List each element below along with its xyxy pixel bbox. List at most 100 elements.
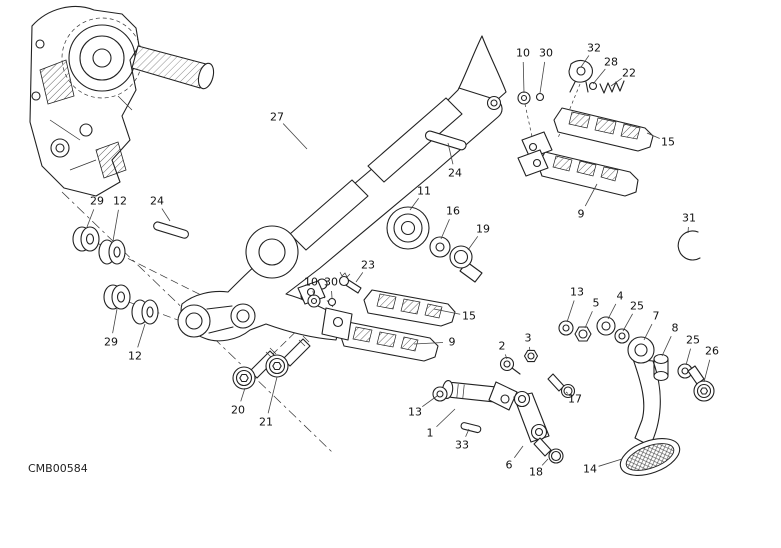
callout-12-14[interactable]: 12: [113, 195, 127, 208]
callout-15-19[interactable]: 15: [462, 310, 476, 323]
leader-line-29-29: [113, 309, 117, 333]
callout-19-11[interactable]: 19: [476, 223, 490, 236]
callout-31-12[interactable]: 31: [682, 212, 696, 225]
callout-16-10[interactable]: 16: [446, 205, 460, 218]
leader-line-10-0: [523, 62, 524, 93]
callout-1-37[interactable]: 1: [427, 427, 434, 440]
callout-9-6[interactable]: 9: [578, 208, 585, 221]
callout-32-2[interactable]: 32: [587, 42, 601, 55]
nut-3: [525, 350, 538, 361]
washer-16: [430, 237, 450, 257]
roller-11: [387, 207, 429, 249]
engine-crankcase-sketch: [30, 7, 216, 196]
callout-2-33[interactable]: 2: [499, 340, 506, 353]
leader-line-8-26: [662, 336, 671, 356]
ball-30: [537, 94, 544, 101]
peg-mount-bracket: [322, 308, 352, 340]
leader-line-13-36: [422, 396, 437, 407]
leader-line-25-24: [623, 314, 633, 331]
callout-20-31[interactable]: 20: [231, 404, 245, 417]
nut-5: [575, 327, 591, 341]
leader-line-6-39: [514, 446, 523, 458]
callout-6-39[interactable]: 6: [506, 459, 513, 472]
washer-13-lower: [433, 387, 447, 401]
callout-25-27[interactable]: 25: [686, 334, 700, 347]
callout-10-17[interactable]: 10: [304, 276, 318, 289]
leader-line-14-41: [599, 459, 622, 466]
sprocket: [69, 25, 135, 91]
callout-13-36[interactable]: 13: [408, 406, 422, 419]
bushing-8: [654, 355, 668, 364]
washer-4: [597, 317, 615, 335]
leader-line-1-37: [436, 409, 455, 427]
leader-line-30-1: [540, 62, 545, 93]
leader-line-25-27: [686, 349, 691, 365]
leader-line-29-13: [87, 209, 94, 227]
footrest-bracket-27: [178, 36, 506, 341]
ball-30-center: [329, 299, 336, 306]
washer-10-center: [308, 295, 320, 307]
callout-10-0[interactable]: 10: [516, 47, 530, 60]
screw-23-head: [340, 277, 349, 286]
callout-9-20[interactable]: 9: [449, 336, 456, 349]
leader-line-7-25: [644, 324, 652, 340]
callout-14-41[interactable]: 14: [583, 463, 597, 476]
bracket-top-hole: [488, 97, 501, 110]
callout-15-5[interactable]: 15: [661, 136, 675, 149]
leader-line-19-11: [468, 236, 478, 250]
callout-26-28[interactable]: 26: [705, 345, 719, 358]
callout-23-16[interactable]: 23: [361, 259, 375, 272]
left-spacers-group: [73, 221, 189, 324]
washer-10: [518, 92, 530, 104]
callout-8-26[interactable]: 8: [672, 322, 679, 335]
leader-line-26-28: [704, 360, 710, 382]
bracket-pivot-bore: [246, 226, 298, 278]
bolt-18-shaft: [534, 438, 551, 456]
leader-line-23-16: [356, 272, 363, 282]
callout-22-4[interactable]: 22: [622, 67, 636, 80]
latch-32: [569, 61, 592, 83]
pivot-boss: [178, 305, 210, 337]
callout-12-30[interactable]: 12: [128, 350, 142, 363]
washer-25-upper: [615, 329, 629, 343]
callout-27-7[interactable]: 27: [270, 111, 284, 124]
callout-25-24[interactable]: 25: [630, 300, 644, 313]
callout-3-34[interactable]: 3: [525, 332, 532, 345]
bracket-bolts: [233, 336, 310, 389]
pin-24-left: [153, 221, 190, 239]
callout-21-32[interactable]: 21: [259, 416, 273, 429]
footpeg-assembly-upper: [518, 108, 653, 196]
callout-33-38[interactable]: 33: [455, 439, 469, 452]
callout-7-25[interactable]: 7: [653, 310, 660, 323]
callout-29-13[interactable]: 29: [90, 195, 104, 208]
shift-lever-7-pivot: [628, 337, 654, 363]
callout-4-23[interactable]: 4: [617, 290, 624, 303]
leader-line-28-3: [593, 69, 605, 84]
spring-clip-31: [678, 231, 700, 260]
leader-line-20-31: [241, 388, 245, 401]
leader-line-18-40: [542, 459, 548, 465]
callout-11-9[interactable]: 11: [417, 185, 431, 198]
diagram-code: CMB00584: [28, 462, 88, 475]
leader-line-24-15: [162, 209, 170, 221]
leader-line-16-10: [441, 219, 449, 239]
leader-line-27-7: [283, 124, 307, 149]
callout-30-18[interactable]: 30: [324, 276, 338, 289]
spring-22: [600, 81, 624, 93]
callout-24-15[interactable]: 24: [150, 195, 164, 208]
callout-18-40[interactable]: 18: [529, 466, 543, 479]
leader-line-12-14: [113, 210, 118, 241]
shift-lever-7-arm: [633, 359, 660, 446]
callout-29-29[interactable]: 29: [104, 336, 118, 349]
leader-line-22-4: [611, 78, 622, 86]
callout-30-1[interactable]: 30: [539, 47, 553, 60]
callout-17-35[interactable]: 17: [568, 393, 582, 406]
callout-24-8[interactable]: 24: [448, 167, 462, 180]
callout-13-21[interactable]: 13: [570, 286, 584, 299]
pin-33: [460, 422, 481, 433]
leader-line-21-32: [268, 377, 277, 413]
callout-5-22[interactable]: 5: [593, 297, 600, 310]
callout-28-3[interactable]: 28: [604, 56, 618, 69]
